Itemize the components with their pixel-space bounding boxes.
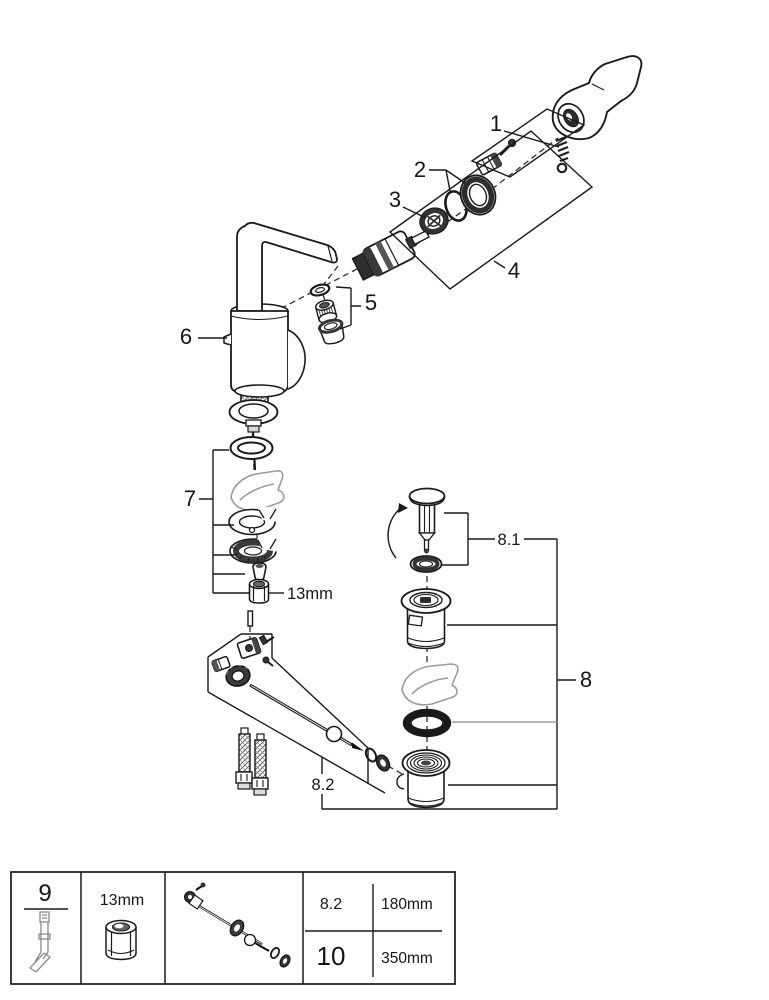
pop-up-rod — [249, 683, 364, 751]
legend-table: 9 13mm — [10, 871, 456, 985]
pop-up-rod-assembly-icon — [184, 882, 291, 968]
rod-ball — [325, 725, 343, 743]
base-flange-and-oring — [228, 399, 279, 471]
handle-spring-screw — [555, 135, 570, 174]
plug-seal-ring — [409, 555, 443, 573]
pop-up-plug — [408, 487, 446, 554]
nut-size-label: 13mm — [100, 892, 144, 909]
retaining-ring — [419, 207, 449, 235]
callout-3: 3 — [389, 187, 401, 212]
waste-o-ring — [402, 708, 452, 738]
callout-8: 8 — [580, 667, 592, 692]
handle-adapter — [475, 152, 503, 176]
lever-handle-drawing — [551, 55, 643, 140]
waste-wedge — [401, 663, 459, 706]
table-ref-10: 10 — [317, 941, 346, 971]
waste-body-upper — [400, 588, 452, 650]
callout-4: 4 — [508, 258, 520, 283]
callout-7: 7 — [184, 486, 196, 511]
callout-8-1: 8.1 — [498, 531, 521, 549]
table-length-180: 180mm — [381, 896, 433, 913]
callout-leaders — [198, 108, 594, 810]
rotate-arrow — [387, 503, 408, 559]
aerator-housing — [318, 318, 345, 345]
waste-flange-lower — [396, 749, 451, 809]
horseshoe-washer — [228, 506, 279, 536]
hex-mounting-nut — [248, 578, 270, 604]
clamp-horseshoe — [229, 536, 280, 564]
table-ref-8-2: 8.2 — [320, 896, 342, 913]
tool-ref-label: 9 — [38, 880, 51, 907]
mounting-tool-icon — [29, 911, 51, 973]
hex-nut-icon — [105, 919, 137, 961]
rod-pin — [247, 610, 254, 627]
callout-1: 1 — [490, 111, 502, 136]
callout-6: 6 — [180, 324, 192, 349]
callout-5: 5 — [365, 290, 377, 315]
flex-hoses — [235, 727, 269, 796]
rod-clevis — [211, 634, 275, 673]
rod-washers — [364, 747, 391, 772]
mounting-wedge — [230, 470, 285, 512]
aerator-washer — [309, 283, 331, 297]
rod-grommet — [225, 665, 251, 687]
table-length-350: 350mm — [381, 950, 433, 967]
wrench-size-label: 13mm — [287, 585, 333, 603]
callout-2: 2 — [414, 157, 426, 182]
callout-8-2: 8.2 — [312, 776, 335, 794]
cone-washer — [252, 562, 267, 581]
dome-cap-ring — [459, 174, 497, 216]
